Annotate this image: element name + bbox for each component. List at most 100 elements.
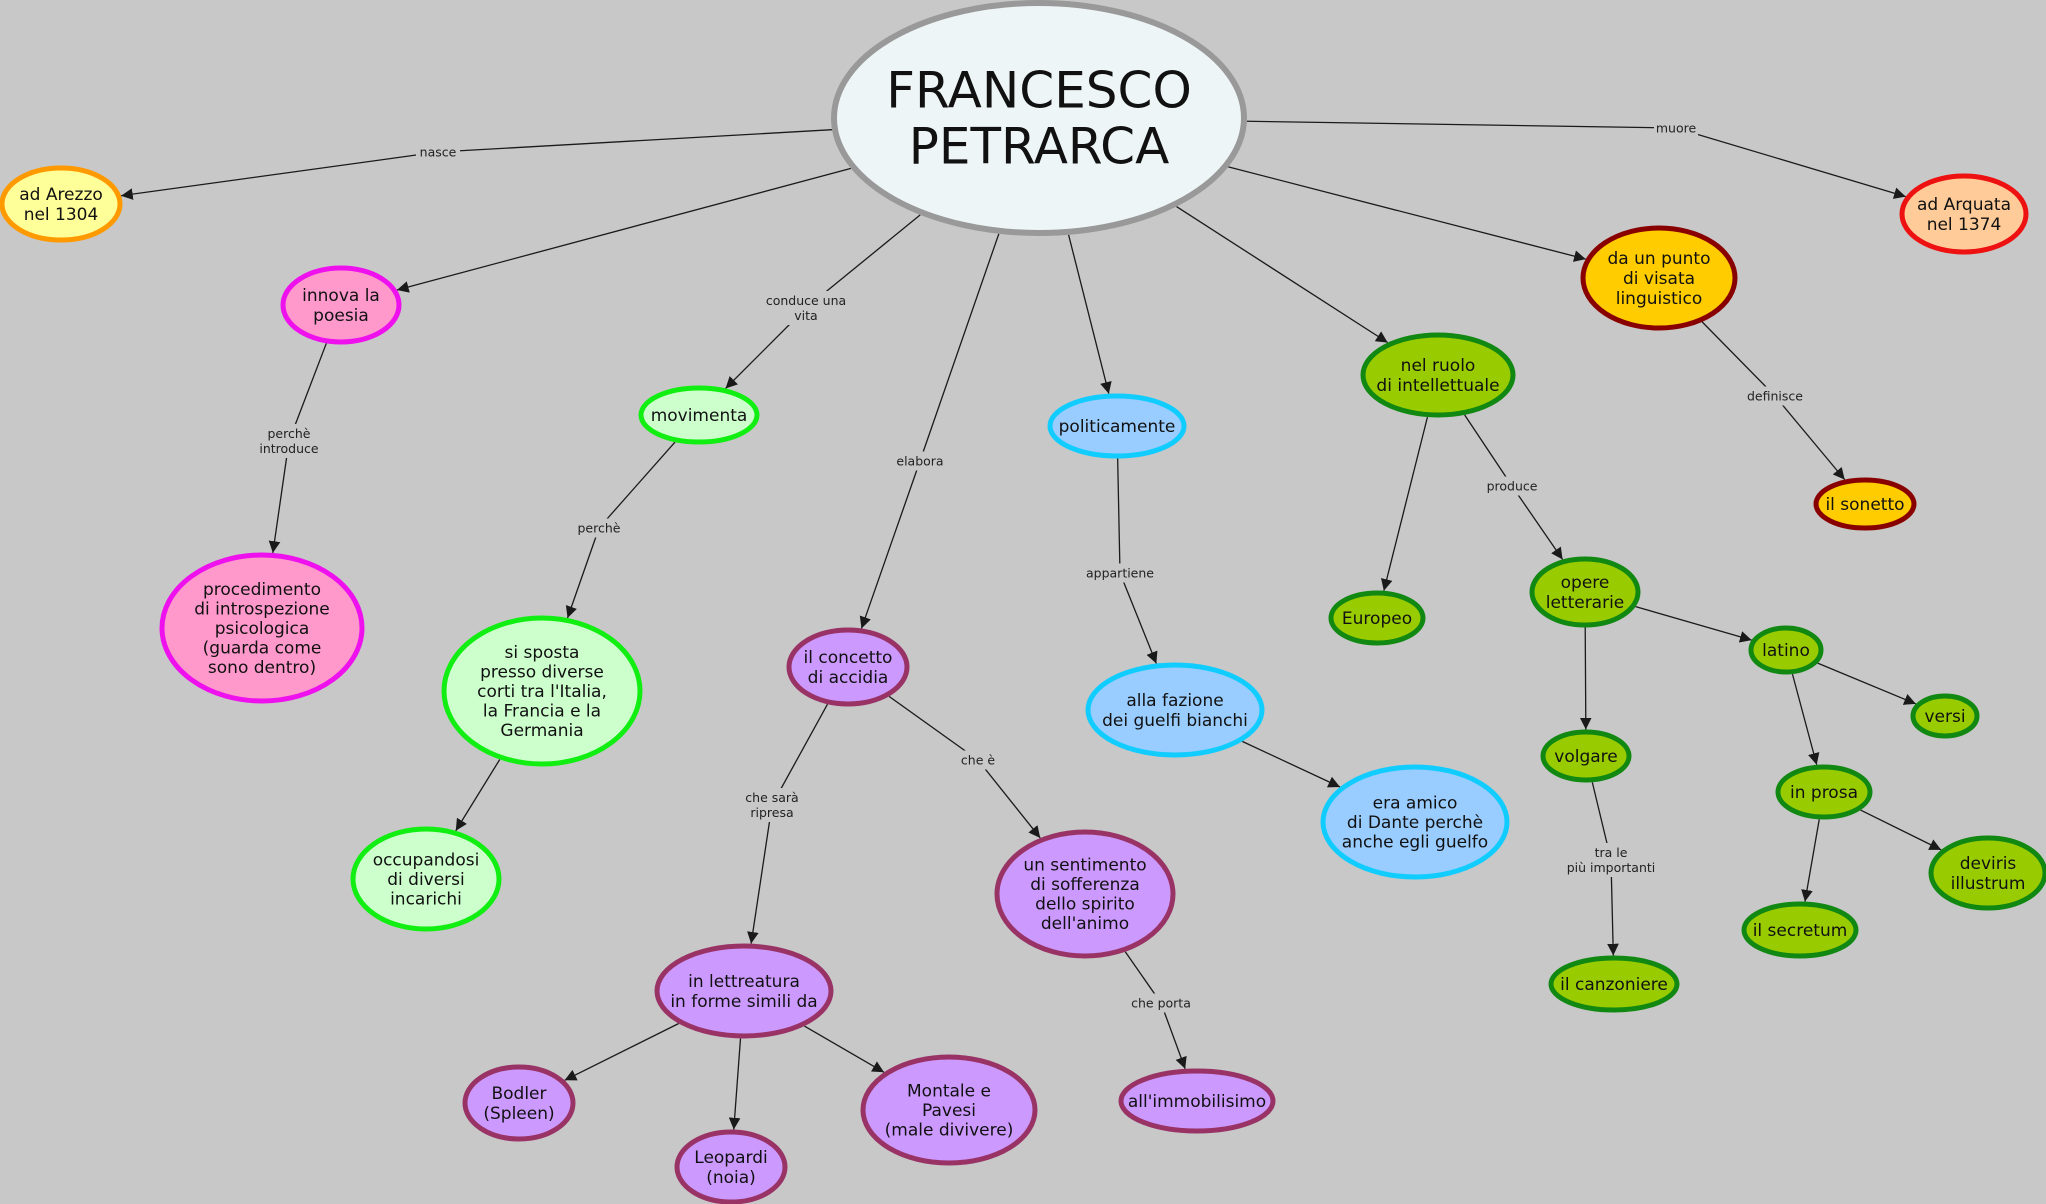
node-shape [860,1054,1038,1166]
link-root-to-linguistico [1228,166,1586,262]
node-label: procedimento [203,580,321,600]
link-arrow [565,527,600,619]
node-bodler[interactable]: Bodler(Spleen) [462,1064,576,1142]
link-arrow [120,151,439,200]
link-letteratura-to-montale [804,1025,885,1073]
node-versi[interactable]: versi [1910,693,1980,739]
node-secretum[interactable]: il secretum [1741,901,1859,959]
link-label-text: perchè [268,426,311,441]
node-shape [1328,590,1426,646]
node-label: all'immobilisimo [1128,1092,1266,1112]
link-prosa-to-deviris [1860,809,1942,851]
link-line-upper [437,129,833,153]
node-label: ad Arezzo [19,185,103,205]
link-linguistico-to-sonetto [1701,321,1846,481]
node-label: psicologica [215,619,310,639]
link-label: appartiene [1080,563,1160,583]
link-label: definisce [1738,386,1812,406]
node-shape [1741,901,1859,959]
node-latino[interactable]: latino [1748,625,1824,675]
node-label: incarichi [390,889,462,909]
link-opere-to-volgare [1579,627,1592,730]
link-arrow [1801,819,1820,902]
link-label-text: conduce una [766,293,846,308]
node-shape [350,826,502,932]
link-ruolo-to-europeo [1381,416,1429,591]
link-arrow [859,460,921,629]
link-label: perchè [573,518,625,538]
node-shape [1085,662,1265,758]
link-arrow [1860,809,1942,851]
node-label: alla fazione [1126,691,1223,711]
link-label-text: nasce [420,145,457,160]
node-prosa[interactable]: in prosa [1775,764,1873,820]
node-sonetto[interactable]: il sonetto [1813,477,1917,531]
node-europeo[interactable]: Europeo [1328,590,1426,646]
link-root-to-arezzo [120,129,833,200]
link-label: che è [956,750,1000,770]
node-shape [674,1129,788,1204]
link-arrow [455,759,501,832]
node-label: occupandosi [373,850,480,870]
node-label: di visata [1623,269,1695,289]
node-shape [159,552,365,704]
link-letteratura-to-bodler [564,1022,680,1081]
node-shape [831,0,1247,236]
node-label: Montale e [907,1081,991,1101]
link-prosa-to-secretum [1801,819,1820,902]
node-volgare[interactable]: volgare [1540,729,1632,783]
node-shape [1899,173,2029,255]
node-label: il secretum [1753,921,1848,941]
link-label-background [1556,843,1666,877]
node-label: versi [1924,707,1965,727]
link-line-upper [888,695,979,761]
node-label: da un punto [1608,249,1711,269]
node-label: (Spleen) [483,1104,554,1124]
node-politicamente[interactable]: politicamente [1047,393,1187,459]
node-label: un sentimento [1023,856,1146,876]
node-label: (male divivere) [885,1120,1014,1140]
node-label: in lettreatura [688,972,800,992]
link-arrow [1067,234,1112,394]
link-arrow [747,804,773,944]
link-movimenta-to-sisposta [565,441,676,619]
link-label-text: più importanti [1567,860,1656,875]
node-movimenta[interactable]: movimenta [638,385,760,445]
link-label-text: appartiene [1086,566,1154,581]
link-root-to-accidia [859,233,1000,629]
node-label: presso diverse [480,662,604,682]
link-label: produce [1482,476,1542,496]
node-leopardi[interactable]: Leopardi(noia) [674,1129,788,1204]
node-label: (noia) [706,1168,756,1188]
link-arrow [268,440,290,554]
link-latino-to-versi [1817,662,1917,705]
link-line-upper [1464,414,1513,487]
node-canzoniere[interactable]: il canzoniere [1548,955,1680,1013]
link-label-background [1482,476,1542,496]
node-shape [1360,332,1516,418]
node-label: poesia [313,306,369,326]
node-label: di diversi [387,870,465,890]
node-immobilisimo[interactable]: all'immobilisimo [1118,1068,1276,1134]
node-label: illustrum [1951,874,2026,894]
